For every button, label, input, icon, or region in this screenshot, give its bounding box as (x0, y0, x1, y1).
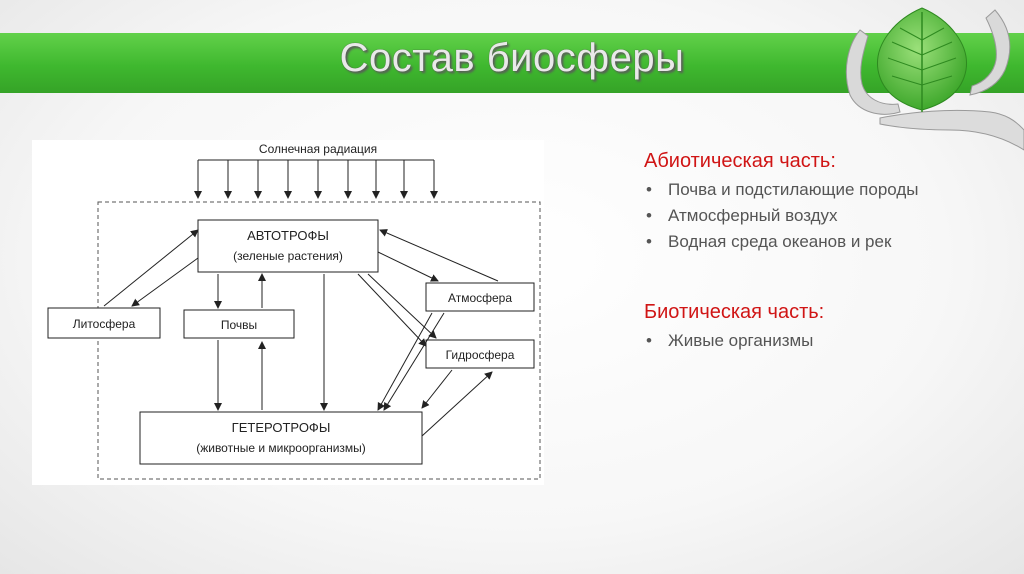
flow-arrows (103, 229, 499, 437)
heterotrophs-box (139, 411, 423, 465)
atmosphere-box (425, 282, 535, 312)
slide-title: Состав биосферы (339, 36, 685, 80)
leaf-hands-logo (845, 7, 1024, 151)
hydrosphere-box (425, 339, 535, 369)
atmosphere-label: Атмосфера (448, 291, 512, 305)
list-item: Водная среда океанов и рек (644, 229, 1014, 255)
soils-box (183, 309, 295, 339)
biotic-heading: Биотическая часть: (644, 301, 825, 323)
autotrophs-box (197, 219, 379, 273)
biosphere-diagram: Солнечная радиация АВТОТРОФЫ (зеленые ра… (32, 140, 544, 485)
hydrosphere-label: Гидросфера (446, 348, 515, 362)
solar-label: Солнечная радиация (259, 142, 377, 156)
abiotic-heading: Абиотическая часть: (644, 150, 836, 172)
biotic-list: Живые организмы (644, 328, 1014, 354)
biosphere-boundary (97, 201, 541, 480)
lithosphere-box (47, 307, 161, 339)
composition-text: Абиотическая часть: Почва и подстилающие… (644, 150, 1014, 354)
autotrophs-sublabel: (зеленые растения) (233, 249, 343, 263)
solar-arrows (194, 159, 438, 199)
autotrophs-label: АВТОТРОФЫ (247, 228, 329, 243)
list-item: Почва и подстилающие породы (644, 177, 1014, 203)
list-item: Живые организмы (644, 328, 1014, 354)
lithosphere-label: Литосфера (73, 317, 136, 331)
soils-label: Почвы (221, 318, 257, 332)
heterotrophs-sublabel: (животные и микроорганизмы) (196, 441, 366, 455)
list-item: Атмосферный воздух (644, 203, 1014, 229)
abiotic-list: Почва и подстилающие породы Атмосферный … (644, 177, 1014, 255)
heterotrophs-label: ГЕТЕРОТРОФЫ (232, 420, 331, 435)
